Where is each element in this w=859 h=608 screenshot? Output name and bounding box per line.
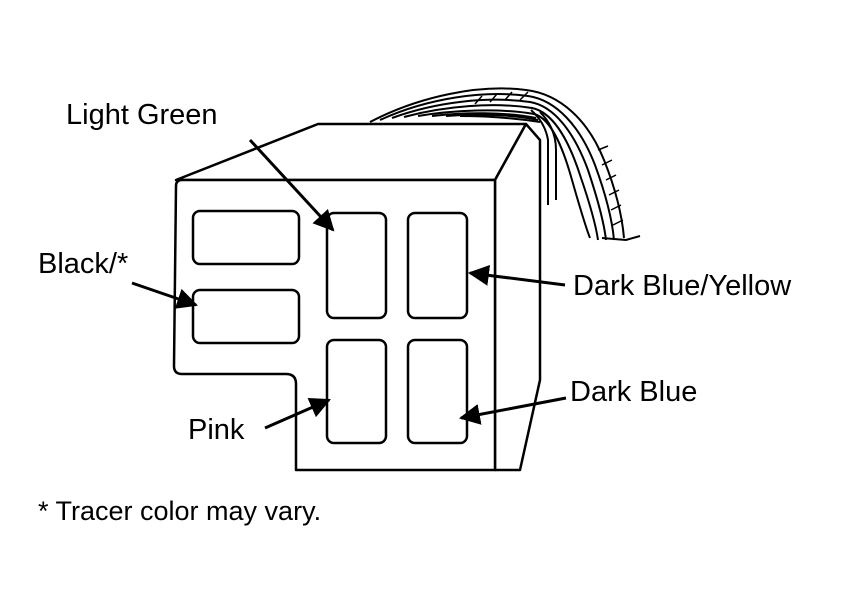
- footnote: * Tracer color may vary.: [38, 496, 322, 526]
- arrow-dark-blue-yellow: [467, 264, 566, 287]
- wire-shading: [474, 91, 624, 226]
- label-pink: Pink: [188, 414, 245, 446]
- housing-top-face: [174, 122, 528, 182]
- wire-harness: [369, 87, 641, 242]
- cavity-black: [191, 288, 301, 345]
- cavity-dark-blue-yellow: [406, 211, 469, 320]
- label-dark-blue-yellow: Dark Blue/Yellow: [573, 270, 792, 302]
- connector-cavities: [191, 209, 469, 445]
- label-light-green: Light Green: [66, 99, 218, 131]
- arrow-pink: [264, 397, 331, 430]
- cavity-dark-blue: [406, 338, 469, 445]
- label-black: Black/*: [38, 248, 129, 280]
- cavity-light-green: [325, 211, 388, 320]
- housing-side-face: [493, 122, 542, 472]
- leader-arrows: [131, 138, 567, 430]
- cavity-top-left: [191, 209, 301, 266]
- label-dark-blue: Dark Blue: [570, 376, 698, 408]
- cavity-pink: [325, 338, 388, 445]
- arrow-light-green: [248, 138, 335, 232]
- arrow-black: [131, 281, 198, 309]
- arrow-dark-blue: [458, 396, 567, 425]
